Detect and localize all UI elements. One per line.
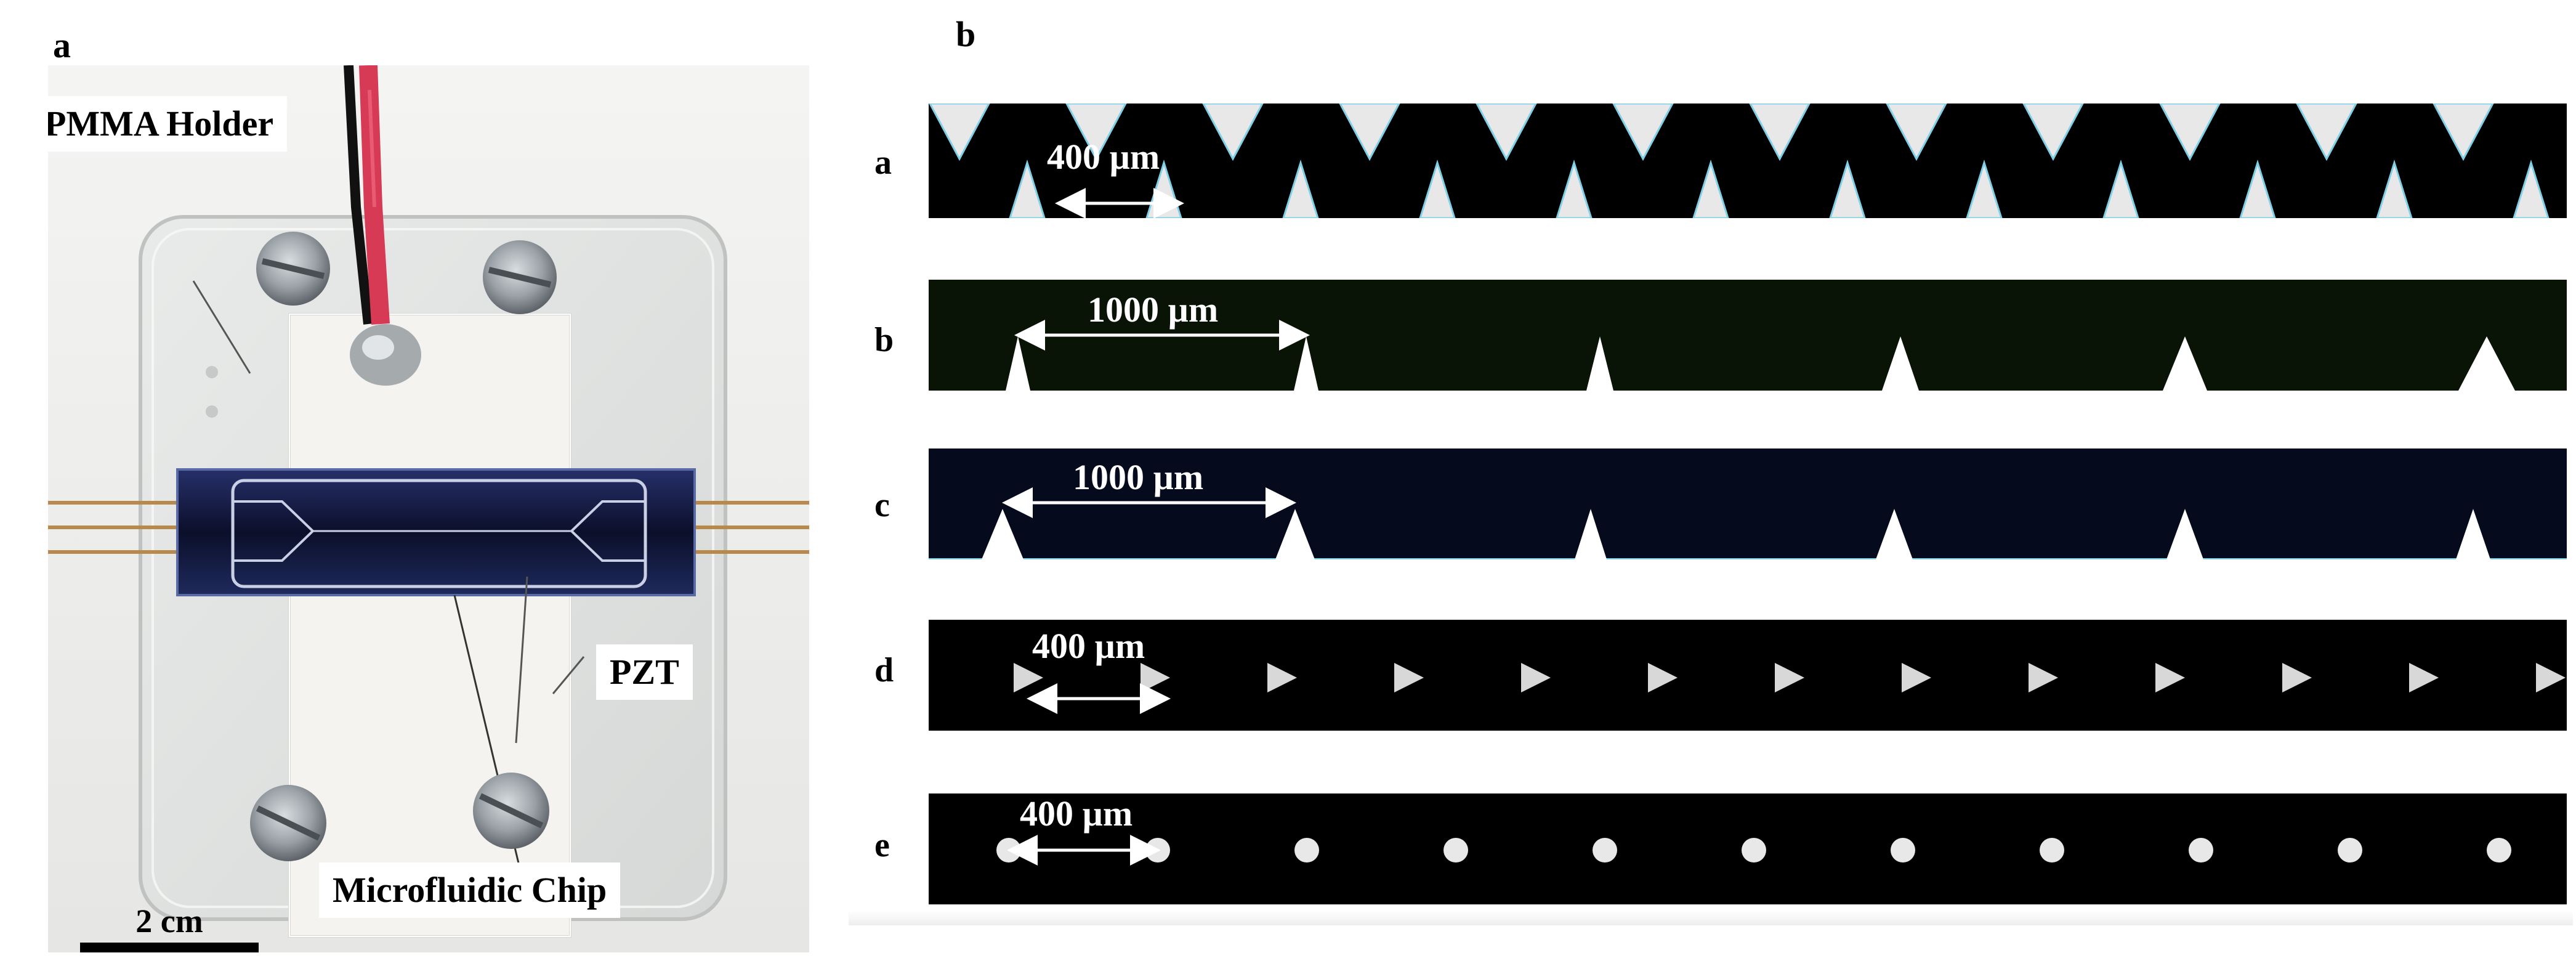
circular-pillar: [1294, 838, 1319, 862]
channel-e: [929, 793, 2567, 904]
dim-label-c: 1000 µm: [1073, 457, 1204, 497]
dim-label-e: 400 µm: [1020, 793, 1133, 834]
sharp-edge: [2163, 336, 2207, 391]
circular-pillar: [1891, 838, 1915, 862]
sharp-edge-top: [2433, 103, 2494, 161]
sharp-edge-bottom: [1419, 159, 1456, 218]
label-microfluidic-chip: Microfluidic Chip: [319, 862, 621, 918]
scale-bar: 2 cm: [80, 902, 259, 952]
row-letter-d: d: [874, 651, 894, 689]
sharp-edge-bottom: [2239, 159, 2276, 218]
triangular-pillar: [2409, 663, 2439, 692]
row-letter-a: a: [874, 144, 892, 182]
triangular-pillar: [2029, 663, 2058, 692]
circular-pillar: [2487, 838, 2511, 862]
sharp-edge-top: [1476, 103, 1537, 161]
sharp-edge-bottom: [2513, 159, 2550, 218]
circular-pillar: [1443, 838, 1468, 862]
sharp-edge-bottom: [1556, 159, 1593, 218]
sharp-edge: [1006, 336, 1030, 391]
sharp-edge-top: [2159, 103, 2221, 161]
triangular-pillar: [1014, 663, 1043, 692]
row-letter-c: c: [874, 486, 890, 524]
device-photograph: PMMA Holder PZT Microfluidic Chip 2 cm: [48, 65, 809, 952]
triangular-pillar: [1267, 663, 1297, 692]
sharp-edge-bottom: [2102, 159, 2139, 218]
device-illustration: [48, 65, 809, 952]
channel-a: [929, 103, 2567, 218]
triangular-pillar: [2536, 663, 2566, 692]
dim-label-a: 400 µm: [1047, 137, 1160, 177]
sharp-edge-top: [2022, 103, 2084, 161]
sharp-edge-top: [929, 103, 990, 161]
sharp-edge: [1275, 509, 1315, 559]
triangular-pillar: [1902, 663, 1931, 692]
sharp-edge-bottom: [1692, 159, 1729, 218]
sharp-edge-bottom: [2376, 159, 2413, 218]
sharp-edge: [982, 509, 1024, 559]
sharp-edge: [1294, 336, 1318, 391]
sharp-edge-bottom: [1966, 159, 2003, 218]
sharp-edge: [1575, 509, 1607, 559]
row-letter-e: e: [874, 826, 890, 864]
sharp-edge-top: [1065, 103, 1127, 161]
triangular-pillar: [1394, 663, 1424, 692]
circular-pillar: [2189, 838, 2213, 862]
sharp-edge-bottom: [1282, 159, 1319, 218]
label-pzt: PZT: [596, 644, 693, 700]
circular-pillar: [1593, 838, 1617, 862]
sharp-edge: [1586, 336, 1613, 391]
sharp-edge-top: [1612, 103, 1674, 161]
sharp-edge: [1876, 509, 1913, 559]
dim-label-b: 1000 µm: [1088, 290, 1219, 330]
triangular-pillar: [1521, 663, 1551, 692]
panel-a-letter: a: [53, 25, 71, 65]
channel-d: [929, 620, 2567, 731]
triangular-pillar: [2282, 663, 2312, 692]
sharp-edge-bottom: [1829, 159, 1866, 218]
sharp-edge: [2456, 509, 2490, 559]
circular-pillar: [1742, 838, 1766, 862]
dim-label-d: 400 µm: [1032, 626, 1145, 666]
sharp-edge-top: [1339, 103, 1400, 161]
sharp-edge-top: [1886, 103, 1947, 161]
sharp-edge-top: [1202, 103, 1264, 161]
panel-b-letter: b: [956, 14, 976, 54]
circular-pillar: [2338, 838, 2362, 862]
sharp-edge: [2458, 336, 2515, 391]
triangular-pillar: [1648, 663, 1678, 692]
scale-bar-line: [80, 943, 259, 952]
sharp-edge-top: [1749, 103, 1811, 161]
triangular-pillar: [2155, 663, 2185, 692]
scale-bar-label: 2 cm: [135, 903, 203, 940]
panel-b-bottom-edge: [849, 911, 2573, 925]
sharp-edge: [2166, 509, 2203, 559]
sharp-edge-bottom: [1009, 159, 1046, 218]
label-pmma-holder: PMMA Holder: [48, 96, 288, 152]
sharp-edge-top: [2296, 103, 2357, 161]
row-letter-b: b: [874, 321, 894, 359]
sharp-edge: [1882, 336, 1919, 391]
circular-pillar: [2040, 838, 2064, 862]
triangular-pillar: [1775, 663, 1804, 692]
